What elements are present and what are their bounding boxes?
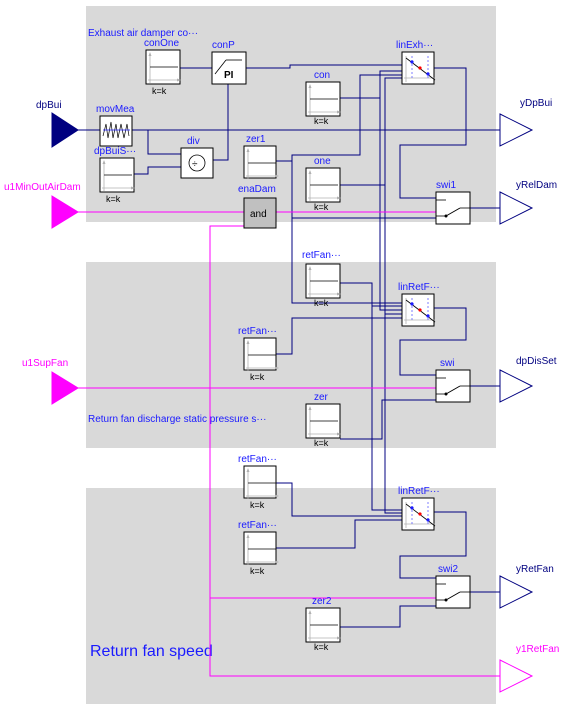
svg-text:div: div: [187, 136, 200, 147]
svg-text:k=k: k=k: [250, 500, 265, 510]
block-retFan-2[interactable]: retFan··· k=k: [238, 326, 280, 382]
svg-text:retFan···: retFan···: [238, 520, 277, 531]
block-zer[interactable]: zer k=k: [305, 392, 342, 448]
svg-text:retFan···: retFan···: [302, 250, 341, 261]
svg-text:yRelDam: yRelDam: [516, 180, 557, 191]
svg-text:linRetF···: linRetF···: [398, 282, 440, 293]
svg-text:swi2: swi2: [438, 564, 458, 575]
svg-text:one: one: [314, 156, 331, 167]
svg-text:k=k: k=k: [314, 438, 329, 448]
block-enaDam[interactable]: enaDam and: [238, 184, 277, 229]
svg-text:dpBuiS···: dpBuiS···: [94, 146, 136, 157]
block-div[interactable]: div ÷: [180, 136, 214, 179]
svg-text:con: con: [314, 70, 330, 81]
block-movMea[interactable]: movMea: [96, 104, 135, 147]
block-linExh[interactable]: linExh···: [396, 40, 436, 85]
svg-text:movMea: movMea: [96, 104, 135, 115]
svg-text:dpDisSet: dpDisSet: [516, 356, 557, 367]
svg-text:k=k: k=k: [250, 372, 265, 382]
svg-text:y1RetFan: y1RetFan: [516, 644, 559, 655]
svg-text:k=k: k=k: [106, 194, 121, 204]
output-yDpBui[interactable]: yDpBui: [499, 98, 552, 147]
svg-text:k=k: k=k: [314, 642, 329, 652]
svg-text:yDpBui: yDpBui: [520, 98, 552, 109]
block-zer1[interactable]: zer1: [243, 134, 280, 180]
panel-title-exhaust: Exhaust air damper co···: [88, 28, 198, 39]
svg-text:swi: swi: [440, 358, 454, 369]
block-zer2[interactable]: zer2 k=k: [305, 596, 342, 652]
svg-text:retFan···: retFan···: [238, 326, 277, 337]
block-swi1[interactable]: swi1: [435, 180, 471, 225]
svg-text:linRetF···: linRetF···: [398, 486, 440, 497]
svg-text:conOne: conOne: [144, 38, 179, 49]
svg-text:linExh···: linExh···: [396, 40, 433, 51]
block-swi2[interactable]: swi2: [435, 564, 471, 609]
input-u1SupFan[interactable]: u1SupFan: [22, 358, 79, 405]
svg-text:and: and: [250, 209, 267, 220]
svg-text:÷: ÷: [192, 159, 198, 170]
block-con[interactable]: con k=k: [305, 70, 342, 126]
block-retFan-3[interactable]: retFan··· k=k: [238, 454, 280, 510]
panel-title-return-speed: Return fan speed: [90, 643, 213, 660]
svg-text:k=k: k=k: [250, 566, 265, 576]
svg-text:conP: conP: [212, 40, 235, 51]
output-yRelDam[interactable]: yRelDam: [499, 180, 557, 225]
svg-text:zer: zer: [314, 392, 329, 403]
svg-text:retFan···: retFan···: [238, 454, 277, 465]
block-conOne[interactable]: conOne k=k: [144, 38, 182, 96]
output-dpDisSet[interactable]: dpDisSet: [499, 356, 557, 403]
svg-text:k=k: k=k: [314, 298, 329, 308]
real-signal-wires: [78, 64, 500, 628]
svg-text:dpBui: dpBui: [36, 100, 62, 111]
svg-text:PI: PI: [224, 70, 234, 81]
block-conP[interactable]: conP PI: [211, 40, 247, 85]
block-dpBuiS[interactable]: dpBuiS··· k=k: [94, 146, 136, 204]
svg-text:zer1: zer1: [246, 134, 266, 145]
svg-text:u1SupFan: u1SupFan: [22, 358, 68, 369]
svg-text:enaDam: enaDam: [238, 184, 276, 195]
svg-text:k=k: k=k: [314, 202, 329, 212]
output-yRetFan[interactable]: yRetFan: [499, 564, 554, 609]
block-one[interactable]: one k=k: [305, 156, 342, 212]
svg-text:k=k: k=k: [152, 86, 167, 96]
svg-text:swi1: swi1: [436, 180, 456, 191]
block-swi[interactable]: swi: [435, 358, 471, 403]
block-linRetF-1[interactable]: linRetF···: [398, 282, 440, 327]
panel-title-return-static: Return fan discharge static pressure s··…: [88, 414, 266, 425]
svg-text:k=k: k=k: [314, 116, 329, 126]
block-retFan-1[interactable]: retFan··· k=k: [302, 250, 342, 308]
panel-exhaust-damper: [86, 6, 496, 222]
boolean-signal-wires: [78, 211, 500, 677]
block-retFan-4[interactable]: retFan··· k=k: [238, 520, 280, 576]
input-u1MinOutAirDam[interactable]: u1MinOutAirDam: [4, 182, 81, 229]
svg-text:u1MinOutAirDam: u1MinOutAirDam: [4, 182, 81, 193]
block-linRetF-2[interactable]: linRetF···: [398, 486, 440, 531]
panel-return-static-pressure: [86, 262, 496, 448]
input-dpBui[interactable]: dpBui: [36, 100, 79, 148]
svg-text:zer2: zer2: [312, 596, 332, 607]
output-y1RetFan[interactable]: y1RetFan: [499, 644, 559, 693]
svg-text:yRetFan: yRetFan: [516, 564, 554, 575]
